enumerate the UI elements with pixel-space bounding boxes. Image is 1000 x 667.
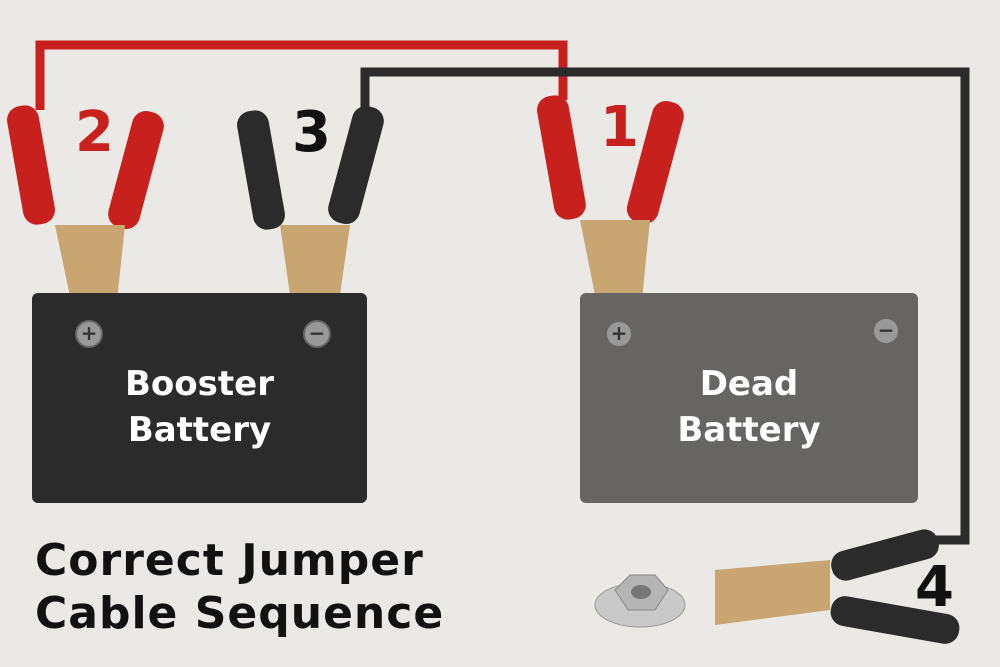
booster-label: Booster [125, 364, 274, 405]
booster-positive-terminal: + [75, 320, 103, 348]
step-3: 3 [292, 100, 331, 165]
booster-negative-terminal: − [303, 320, 331, 348]
dead-negative-terminal: − [872, 317, 900, 345]
step-2: 2 [75, 100, 114, 165]
booster-label: Battery [127, 410, 272, 450]
ground-nut-icon [594, 574, 686, 628]
step-1: 1 [600, 95, 639, 160]
diagram-title: Correct Jumper Cable Sequence [35, 535, 444, 641]
step-4: 4 [915, 555, 954, 620]
title-line-1: Correct Jumper [35, 535, 424, 586]
dead-positive-terminal: + [605, 320, 633, 348]
title-line-2: Cable Sequence [35, 587, 445, 639]
dead-label: Dead [699, 364, 799, 405]
black-clamp-4 [715, 529, 960, 644]
dead-label: Battery [677, 410, 821, 450]
black-cable [360, 67, 970, 545]
